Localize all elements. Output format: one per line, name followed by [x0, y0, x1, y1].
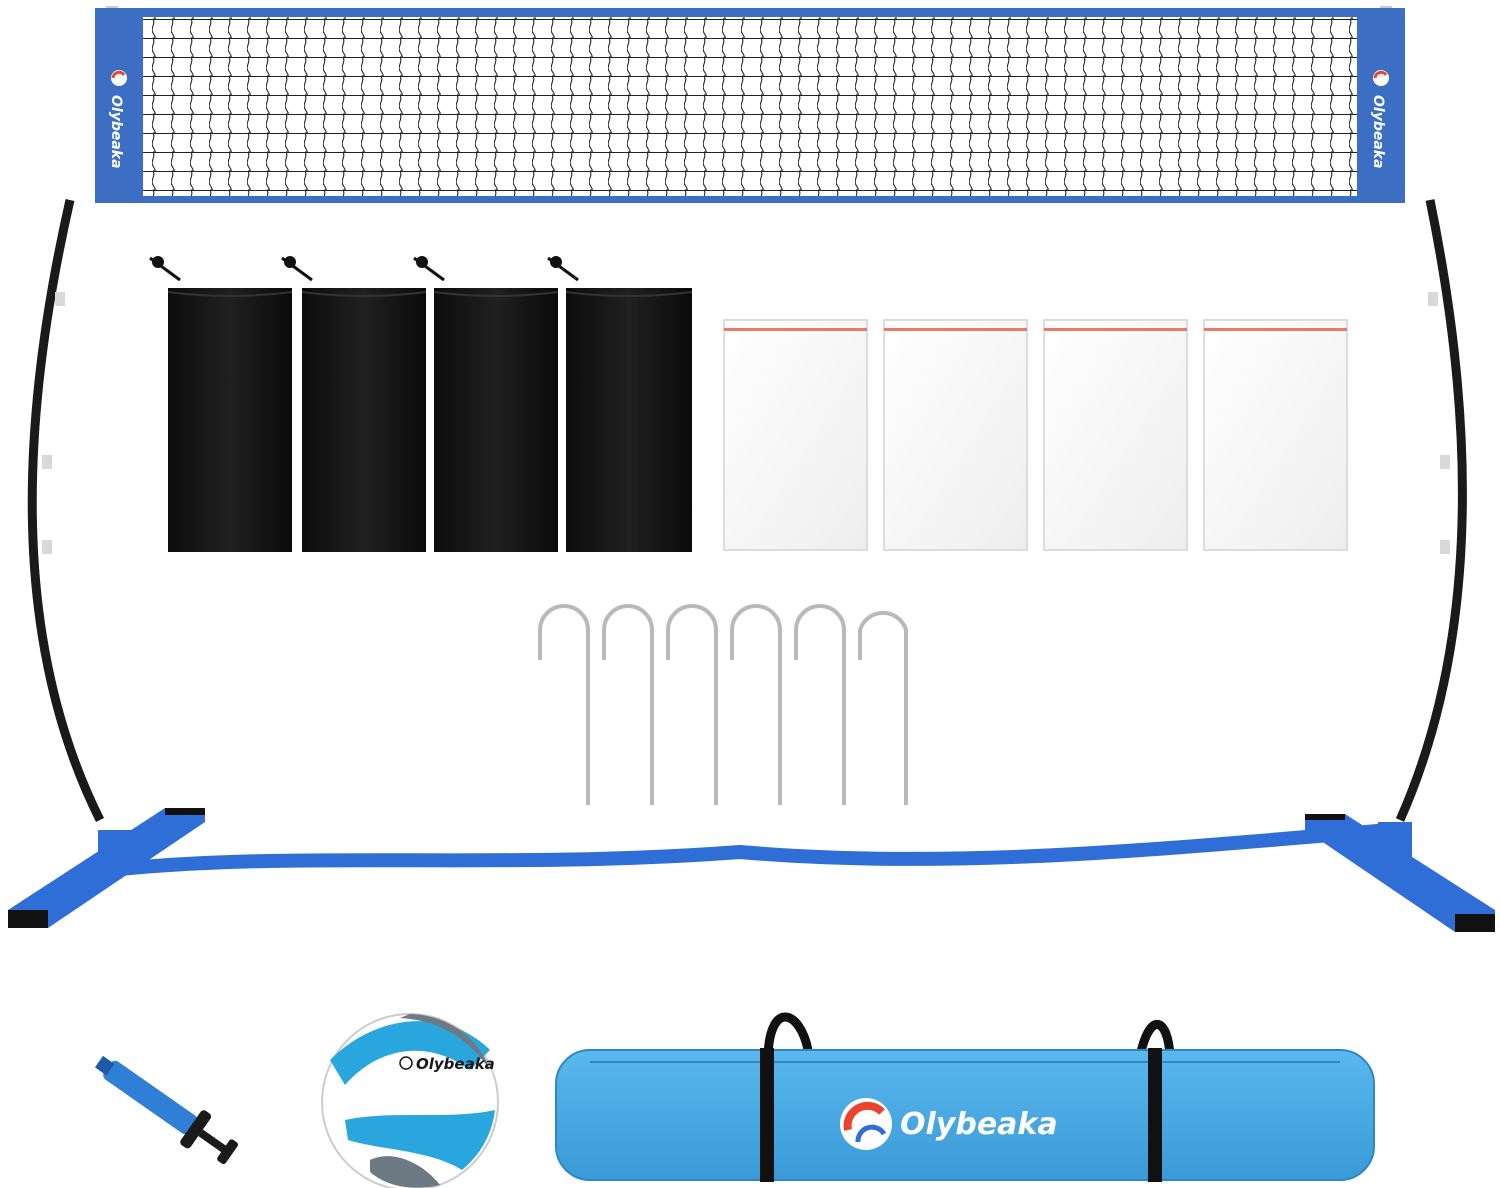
ground-stake — [730, 604, 782, 805]
olybeaka-logo-icon — [399, 1056, 413, 1070]
carry-bag: Olybeaka — [555, 1012, 1375, 1182]
storage-pouches — [149, 256, 693, 552]
volleyball-brand-text: Olybeaka — [416, 1055, 495, 1073]
storage-pouch — [149, 256, 293, 552]
ground-stake — [602, 604, 654, 805]
storage-pouch — [413, 256, 559, 552]
zip-bag — [723, 319, 868, 551]
volleyball-net: Olybeaka Olybeaka — [95, 8, 1405, 203]
net-banner-left — [95, 12, 143, 202]
olybeaka-logo-icon — [111, 70, 127, 86]
net-banner-right — [1357, 12, 1405, 202]
carry-bag-brand-text: Olybeaka — [900, 1107, 1058, 1142]
zip-bag — [1203, 319, 1348, 551]
ground-stake — [794, 604, 846, 805]
zip-bags — [723, 319, 1348, 551]
volleyball: Olybeaka — [321, 1013, 499, 1188]
ground-stake — [858, 610, 908, 805]
zip-bag — [883, 319, 1028, 551]
net-banner-left-text: Olybeaka — [108, 95, 124, 169]
ground-stake — [538, 604, 590, 805]
ground-stake — [666, 604, 718, 805]
olybeaka-logo-icon — [1373, 70, 1389, 86]
ball-pump — [94, 1055, 238, 1165]
ground-stakes — [538, 604, 908, 805]
net-banner-right-text: Olybeaka — [1370, 95, 1386, 169]
olybeaka-logo-icon — [840, 1098, 892, 1150]
zip-bag — [1043, 319, 1188, 551]
storage-pouch — [547, 256, 693, 552]
storage-pouch — [281, 256, 427, 552]
frame-base — [8, 808, 1495, 932]
